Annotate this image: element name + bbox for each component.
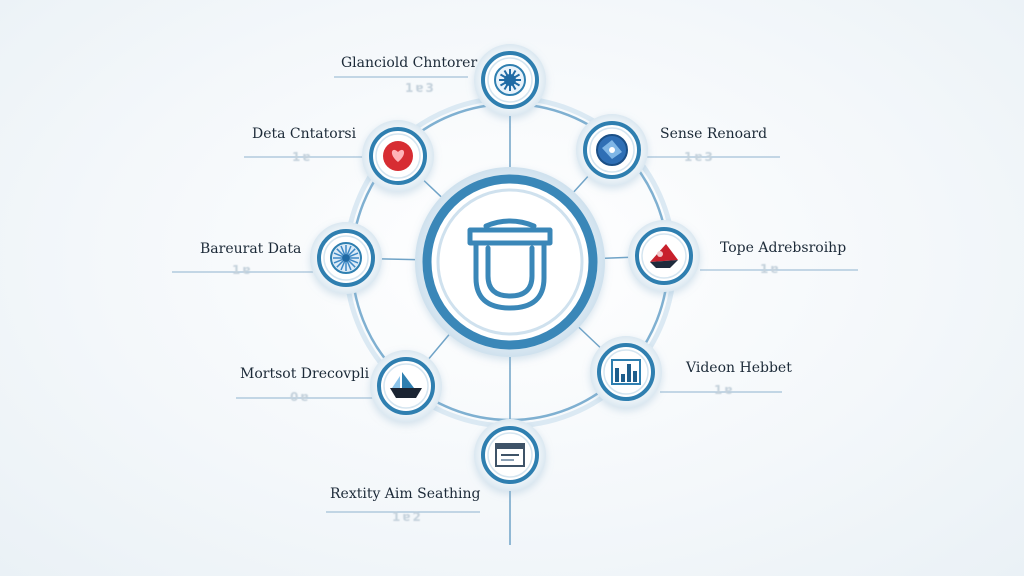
node-1[interactable] <box>474 44 546 116</box>
node-label-videon: Videon Hebbet <box>686 360 792 376</box>
node-sub-sense: 1ɐ3 <box>684 150 715 164</box>
node-label-rextity: Rextity Aim Seathing <box>330 486 481 502</box>
node-label-glanciold: Glanciold Chntorer <box>341 55 478 71</box>
chart-bars-icon <box>611 359 641 385</box>
node-sub-glanciold: 1ɐ3 <box>405 81 436 95</box>
blue-virus-icon <box>494 64 526 96</box>
node-5[interactable] <box>474 419 546 491</box>
document-window-icon <box>495 443 525 467</box>
container-outline-icon <box>467 218 553 311</box>
spoke-line <box>424 334 450 364</box>
node-label-deta: Deta Cntatorsi <box>252 126 357 142</box>
node-2[interactable] <box>576 114 648 186</box>
node-sub-tope: 1ɐ <box>760 262 781 276</box>
dark-ship-icon <box>390 372 422 398</box>
node-sub-rextity: 1ɐ2 <box>392 510 423 524</box>
central-hub[interactable] <box>415 167 605 357</box>
nodes <box>310 44 700 491</box>
node-label-bareurat: Bareurat Data <box>200 241 302 257</box>
node-sub-mortsot: 0ɐ <box>290 390 311 404</box>
node-label-tope: Tope Adrebsroihp <box>720 240 847 256</box>
spoke-line <box>375 257 416 261</box>
node-7[interactable] <box>310 222 382 294</box>
node-4[interactable] <box>590 336 662 408</box>
blue-globe-icon <box>596 134 628 166</box>
node-sub-videon: 1ɐ <box>714 383 735 397</box>
node-8[interactable] <box>362 120 434 192</box>
node-6[interactable] <box>370 350 442 422</box>
node-sub-deta: 1ɐ <box>292 150 313 164</box>
node-sub-bareurat: 1ɐ <box>232 263 253 277</box>
red-cap-icon <box>650 244 678 268</box>
node-label-mortsot: Mortsot Drecovpli <box>240 366 370 382</box>
node-label-sense: Sense Renoard <box>660 126 768 142</box>
red-heart-icon <box>383 141 413 171</box>
node-3[interactable] <box>628 220 700 292</box>
blue-burst-icon <box>330 242 362 274</box>
